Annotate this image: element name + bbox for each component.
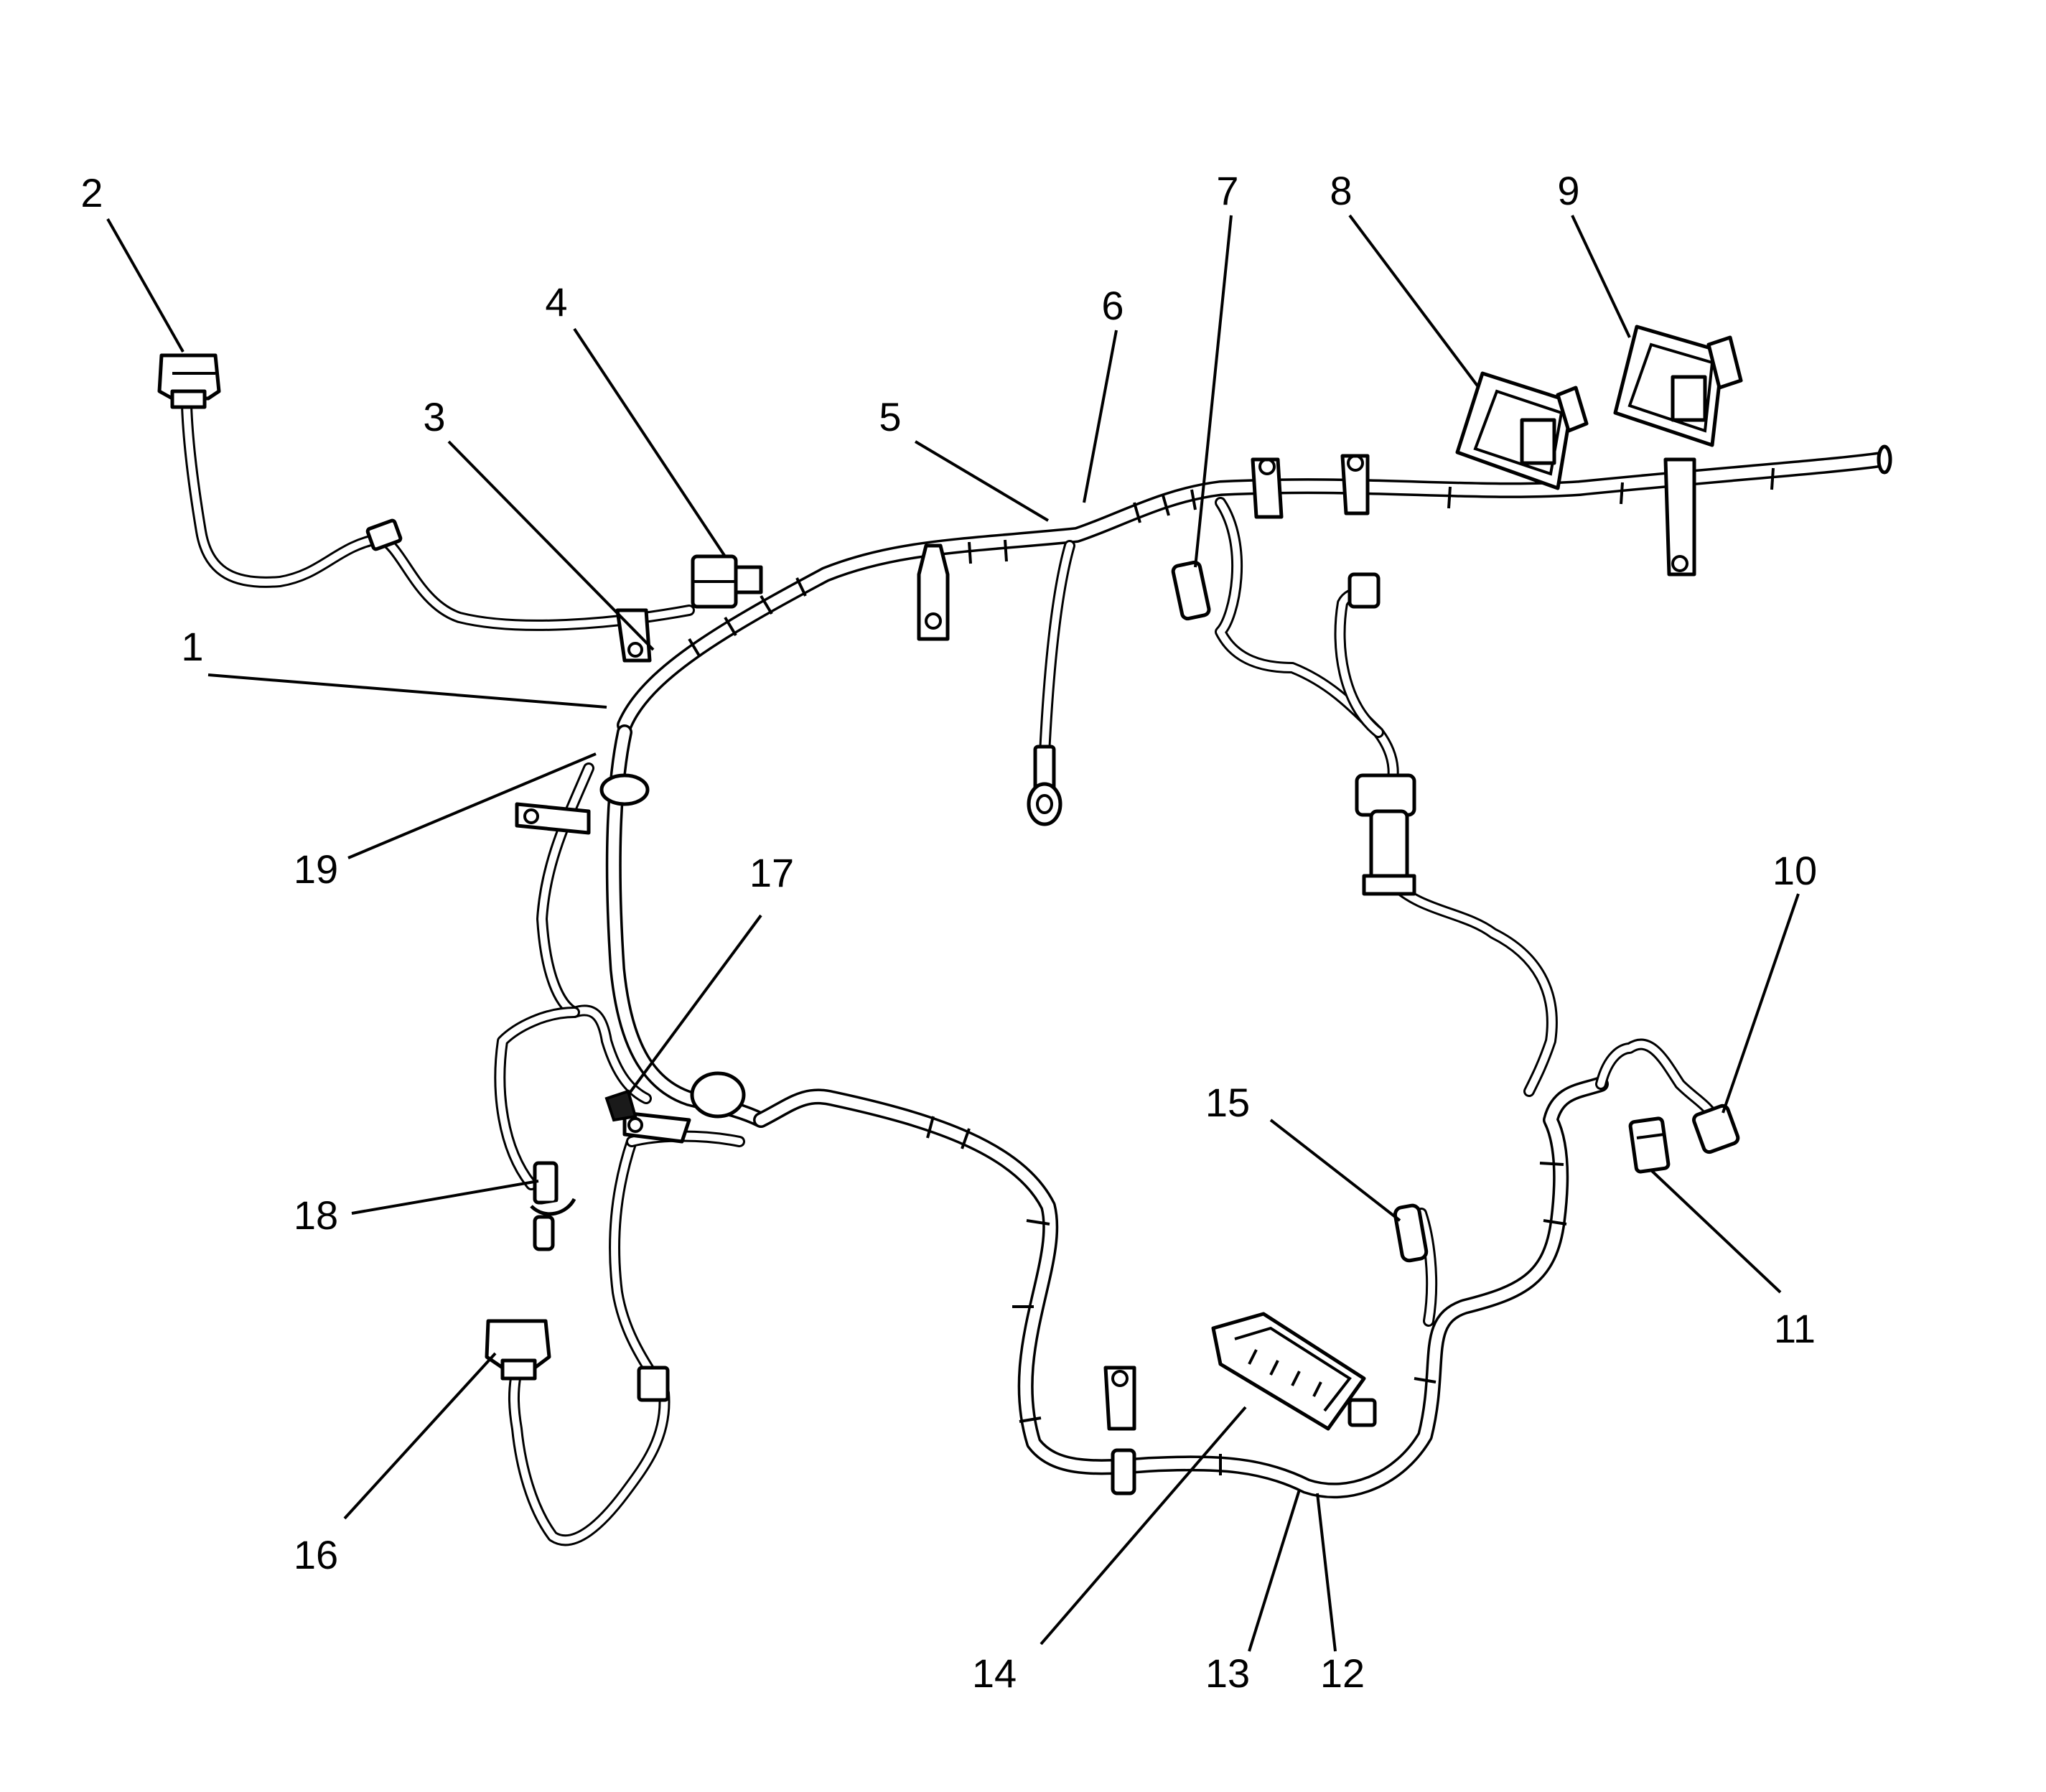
callout-16: 16	[294, 1532, 338, 1577]
connector-item-15	[1393, 1203, 1429, 1263]
branch-item-7	[1215, 497, 1399, 803]
callout-7: 7	[1216, 168, 1238, 213]
callout-18: 18	[294, 1193, 338, 1238]
callout-3: 3	[423, 394, 445, 439]
connector-lower-left-clip	[637, 1366, 670, 1402]
branch-item-15	[1416, 1208, 1438, 1327]
callout-1: 1	[181, 624, 203, 669]
valve-center	[1355, 773, 1416, 896]
leader-lines	[106, 214, 1800, 1652]
connector-top-center	[1347, 572, 1381, 609]
callout-10: 10	[1772, 848, 1817, 893]
harness-clips	[515, 454, 1696, 1495]
module-item-14	[1211, 1312, 1377, 1431]
callout-labels: 1 2 3 4 5 6 7 8 9 10 11 12 13 14 15 16 1…	[80, 168, 1817, 1696]
callout-19: 19	[294, 846, 338, 892]
callout-6: 6	[1101, 283, 1124, 328]
callout-15: 15	[1205, 1080, 1250, 1125]
sensor-item-18	[530, 1161, 576, 1251]
branch-center-right	[1387, 877, 1558, 1097]
callout-5: 5	[879, 394, 901, 439]
branch-item-6	[1039, 540, 1075, 760]
main-harness-trunk	[617, 444, 1892, 733]
callout-4: 4	[545, 279, 567, 325]
callout-11: 11	[1774, 1306, 1816, 1351]
module-item-9	[1613, 325, 1743, 447]
connector-item-7	[1171, 560, 1211, 621]
connector-item-2	[157, 353, 221, 409]
branch-items-10-11	[1595, 1038, 1722, 1126]
lower-loop-harness	[753, 1076, 1609, 1499]
ring-terminal-item-6	[1027, 745, 1062, 826]
callout-13: 13	[1205, 1651, 1250, 1696]
branch-items-16-18	[494, 762, 745, 1546]
callout-2: 2	[80, 170, 103, 215]
clip-item-17	[604, 1089, 637, 1122]
module-item-8	[1455, 371, 1589, 490]
callout-8: 8	[1330, 168, 1352, 213]
connector-item-16	[485, 1319, 551, 1381]
connector-item-4	[691, 554, 763, 609]
left-harness-drop	[599, 724, 769, 1128]
callout-9: 9	[1557, 168, 1579, 213]
connector-item-10	[1692, 1103, 1740, 1154]
callout-17: 17	[749, 850, 794, 895]
callout-14: 14	[972, 1651, 1017, 1696]
branch-item-2	[181, 400, 695, 631]
callout-12: 12	[1320, 1651, 1365, 1696]
connector-item-11	[1628, 1116, 1671, 1174]
